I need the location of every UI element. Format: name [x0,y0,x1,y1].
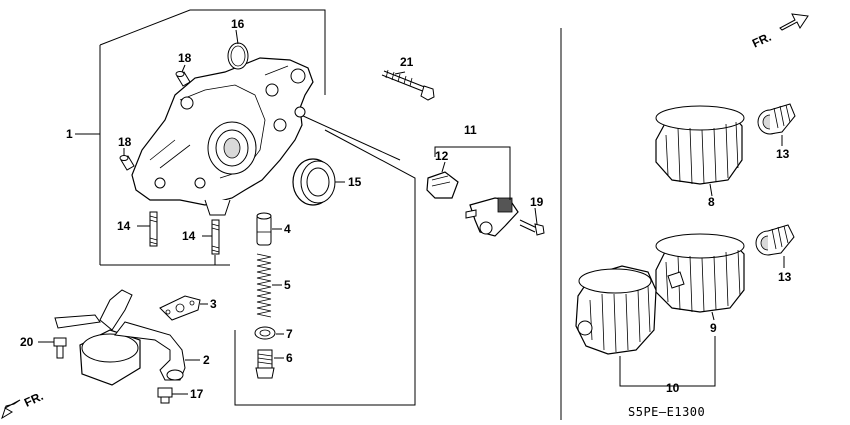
callout-11: 11 [464,123,477,137]
callout-2: 2 [203,353,210,367]
diagram-code: S5PE–E1300 [628,405,705,419]
callout-18-lower: 18 [118,135,132,149]
callout-20: 20 [20,335,34,349]
callout-13-upper: 13 [776,147,790,161]
callout-6: 6 [286,351,293,365]
callout-15: 15 [348,175,362,189]
callout-4: 4 [284,222,291,236]
fr-label-bottom: FR. [22,389,45,410]
callout-14-right: 14 [182,229,196,243]
stud-14-right [211,219,220,255]
front-direction-arrow-top: FR. [750,13,809,51]
adapter-13-lower [755,224,795,256]
washer-7 [254,326,276,340]
o-ring-16 [227,42,249,70]
callouts: 1 16 18 18 21 15 14 14 4 5 3 7 2 6 17 20… [20,17,792,401]
callout-3: 3 [210,297,217,311]
adapter-13-upper [757,103,796,135]
callout-7: 7 [286,327,293,341]
stud-14-left [149,211,158,247]
oil-strainer-2 [54,289,186,386]
bolt-20 [53,337,67,359]
oil-seal-15 [292,158,336,206]
callout-16: 16 [231,17,245,31]
dowel-pin-18-upper [175,71,191,87]
callout-14-left: 14 [117,219,131,233]
spring-5 [256,253,272,318]
callout-13-lower: 13 [778,270,792,284]
relief-valve-4 [256,212,272,246]
callout-5: 5 [284,278,291,292]
bolt-21 [381,69,435,101]
pressure-sensor-12 [426,171,459,199]
callout-10: 10 [666,381,680,395]
dowel-pin-18-lower [119,155,135,171]
oil-pump-body [131,57,314,216]
callout-8: 8 [708,195,715,209]
callout-21: 21 [400,55,414,69]
callout-9: 9 [710,321,717,335]
oil-filter-10 [575,265,657,355]
assembly-outline [99,9,416,406]
nut-17 [157,387,173,404]
callout-1: 1 [66,127,73,141]
gasket-3 [159,295,201,321]
callout-18-upper: 18 [178,51,192,65]
sensor-bracket-11 [465,197,519,237]
callout-17: 17 [190,387,204,401]
callout-19: 19 [530,195,544,209]
oil-filter-8 [655,105,745,185]
front-direction-arrow-bottom: FR. [1,389,45,420]
callout-12: 12 [435,149,449,163]
fr-label-top: FR. [750,30,773,51]
group-bracket-11 [434,146,511,200]
oil-filter-9 [655,233,745,313]
plug-bolt-6 [255,349,275,379]
leader-lines [38,29,785,395]
bolt-19 [519,219,545,236]
